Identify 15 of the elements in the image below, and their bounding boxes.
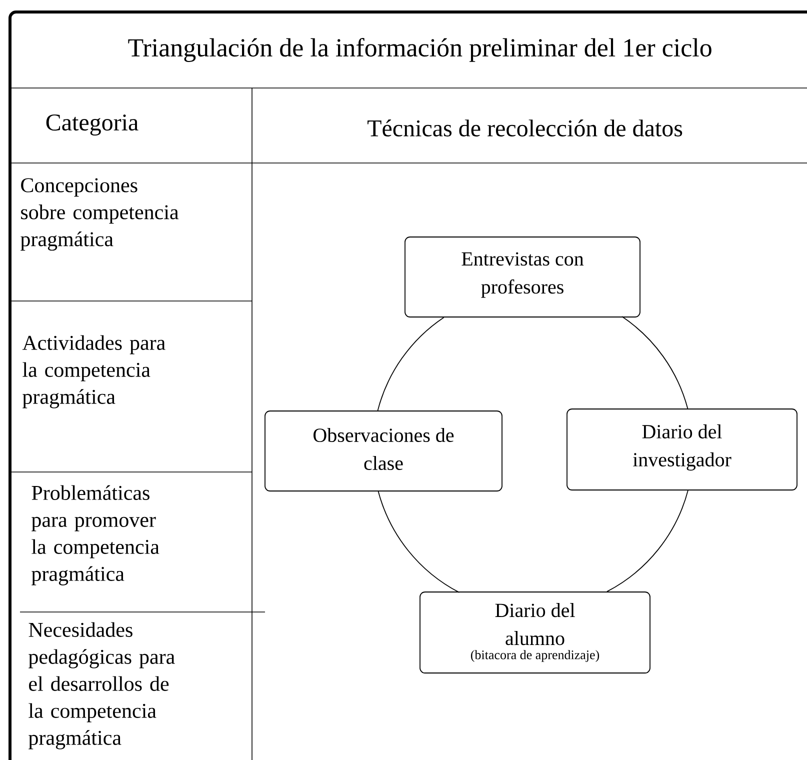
category-cell: Necesidades pedagógicas para el desarrollos de la competencia pragmática	[28, 622, 175, 750]
technique-box: Observaciones de clase	[264, 410, 502, 492]
technique-box: Diario del investigador	[566, 408, 798, 490]
technique-box: Entrevistas con profesores	[404, 236, 640, 318]
circle-arc	[622, 316, 688, 409]
circle-arc	[377, 317, 444, 412]
circle-arc	[606, 489, 689, 592]
category-cell: Concepciones sobre competencia pragmática	[20, 178, 179, 251]
table-title: Triangulación de la información preliminar del 1er ciclo	[128, 38, 712, 62]
column-header: Categoria	[46, 114, 138, 136]
circle-arc	[378, 491, 460, 593]
technique-box: Diario del alumno (bitacora de aprendizaje)	[420, 592, 650, 674]
category-cell: Problemáticas para promover la competencia pragmática	[32, 485, 160, 586]
category-cell: Actividades para la competencia pragmática	[22, 335, 166, 408]
column-header: Técnicas de recolección de datos	[368, 120, 682, 136]
